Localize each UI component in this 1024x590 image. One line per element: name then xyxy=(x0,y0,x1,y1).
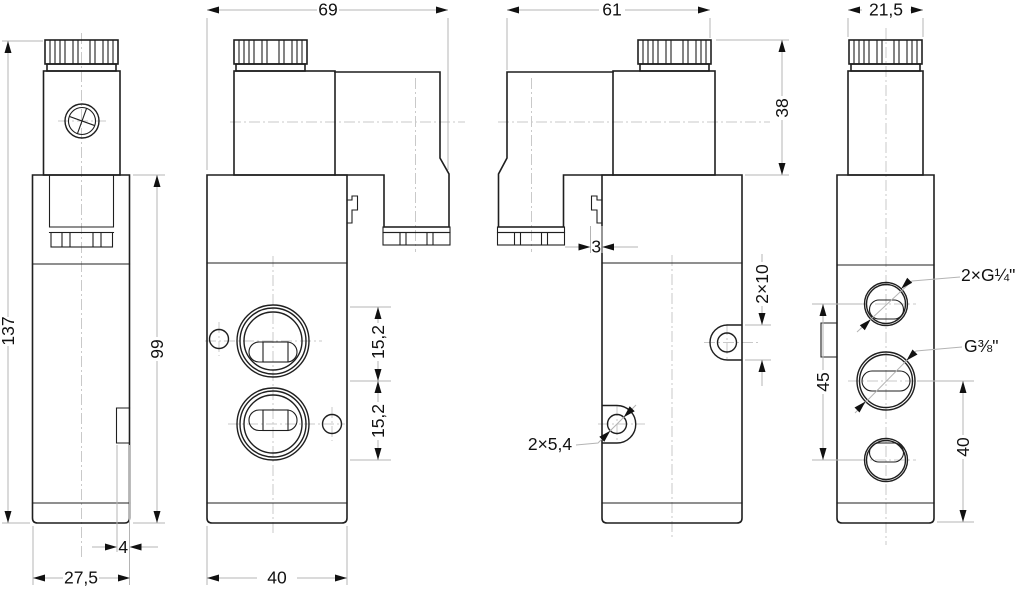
dimension-arrows xyxy=(507,6,786,442)
mounting-lug-upper xyxy=(709,324,742,361)
dim-tab-depth-label: 3 xyxy=(591,237,601,257)
mounting-hole-upper xyxy=(716,332,738,353)
dim-port-lower-label: 15,2 xyxy=(368,404,388,438)
dimension-lines xyxy=(206,9,449,585)
solenoid-coil xyxy=(612,70,716,176)
port-middle-g38 xyxy=(856,351,916,411)
connector-strip xyxy=(496,231,566,246)
centerlines xyxy=(848,28,924,545)
port-upper xyxy=(236,304,310,378)
mounting-lug-lower xyxy=(602,404,637,444)
connector-strip xyxy=(50,231,114,248)
view-end: 21,5 45 40 2×G¼" G⅜" xyxy=(812,0,1015,545)
cable-connector xyxy=(497,71,614,228)
dim-depth-label: 27,5 xyxy=(64,568,98,588)
leader-line xyxy=(575,404,637,446)
side-tab xyxy=(346,195,359,224)
port-lower xyxy=(236,387,310,461)
dim-overall-height-label: 137 xyxy=(0,316,18,345)
centerlines xyxy=(58,33,106,560)
dim-body-height-label: 99 xyxy=(147,339,167,358)
dim-lug-height-label: 2×10 xyxy=(752,264,772,304)
coil-flange xyxy=(48,174,115,234)
outline xyxy=(206,39,451,524)
mounting-lug-edge xyxy=(820,322,838,358)
outline xyxy=(820,39,935,524)
valve-body xyxy=(836,174,935,524)
dim-overall-width-label: 61 xyxy=(602,0,621,20)
dim-port-span-label: 45 xyxy=(813,372,833,391)
valve-body xyxy=(601,174,743,524)
screw-hole-right xyxy=(321,413,343,435)
outline xyxy=(496,39,743,524)
mounting-lug-face xyxy=(115,407,131,444)
dim-lug-width-label: 4 xyxy=(118,537,128,557)
cable-connector xyxy=(334,71,450,228)
solenoid-coil xyxy=(233,70,336,176)
centerlines xyxy=(498,78,770,540)
dim-port-upper-label: 15,2 xyxy=(368,325,388,359)
port-bottom-g14 xyxy=(863,437,909,483)
dim-overall-width-label: 69 xyxy=(318,0,337,20)
dimension-arrows xyxy=(4,41,161,582)
leader-line-g14 xyxy=(856,276,961,333)
port-top-g14 xyxy=(863,281,909,327)
dim-solenoid-width-label: 21,5 xyxy=(869,0,903,20)
mounting-hole-lower xyxy=(606,413,628,435)
valve-body xyxy=(206,174,348,524)
port-thread-small-label: 2×G¼" xyxy=(961,265,1015,285)
screw-hole-left xyxy=(208,328,230,350)
dimension-arrows xyxy=(819,6,967,522)
dim-body-width-label: 40 xyxy=(267,568,287,588)
screw-slot-icon xyxy=(69,108,95,134)
dim-solenoid-height-label: 38 xyxy=(772,98,792,117)
dimension-arrows xyxy=(207,6,448,582)
screw-head xyxy=(64,103,100,139)
view-right-side: 61 38 3 2×10 2×5,4 xyxy=(496,0,792,540)
view-front: 69 15,2 15,2 40 xyxy=(205,0,465,588)
view-left-side: 137 99 4 27,5 xyxy=(0,33,167,588)
dim-mounting-holes-label: 2×5,4 xyxy=(528,434,573,454)
leader-line-g38 xyxy=(854,346,963,414)
side-tab xyxy=(590,195,603,224)
port-thread-center-label: G⅜" xyxy=(964,336,998,356)
connector-strip xyxy=(382,231,451,246)
dim-port-to-base-label: 40 xyxy=(953,437,973,457)
